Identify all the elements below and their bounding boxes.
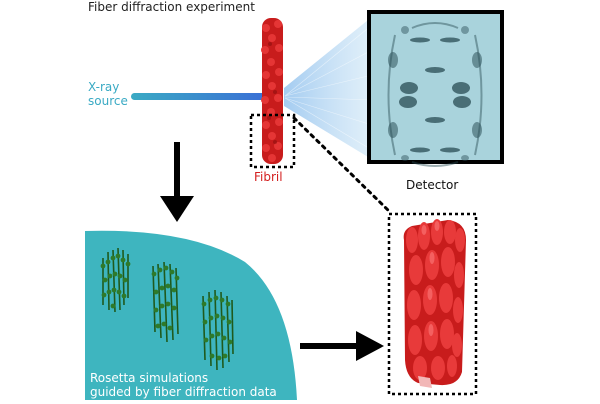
experiment-title: Fiber diffraction experiment <box>88 0 255 14</box>
diffraction-rays <box>284 24 373 151</box>
zoom-connector-line <box>292 116 393 215</box>
detector-label: Detector <box>406 178 459 192</box>
diffraction-cone <box>284 16 373 160</box>
diffraction-pattern <box>388 26 482 161</box>
fibril-label: Fibril <box>254 170 283 184</box>
simulation-model-3 <box>201 289 234 371</box>
detector <box>367 10 504 167</box>
simulation-caption-line2: guided by fiber diffraction data <box>90 385 277 399</box>
down-arrow <box>160 142 194 222</box>
zoomed-fibril-box <box>387 212 478 396</box>
xray-source-label-line1: X-ray <box>88 80 120 94</box>
fibril <box>261 18 283 164</box>
xray-source-label-line2: source <box>88 94 128 108</box>
simulation-models <box>100 247 234 371</box>
simulation-model-2 <box>151 261 180 343</box>
zoomed-fibril <box>403 219 466 388</box>
simulation-model-1 <box>100 247 131 313</box>
fibril-selection-box <box>249 113 296 169</box>
xray-beam <box>131 93 266 100</box>
simulation-background <box>85 230 297 400</box>
simulation-caption-line1: Rosetta simulations <box>90 371 209 385</box>
right-arrow <box>300 331 384 361</box>
simulation-caption: Rosetta simulations guided by fiber diff… <box>90 371 277 399</box>
xray-source-label: X-ray source <box>88 80 128 108</box>
